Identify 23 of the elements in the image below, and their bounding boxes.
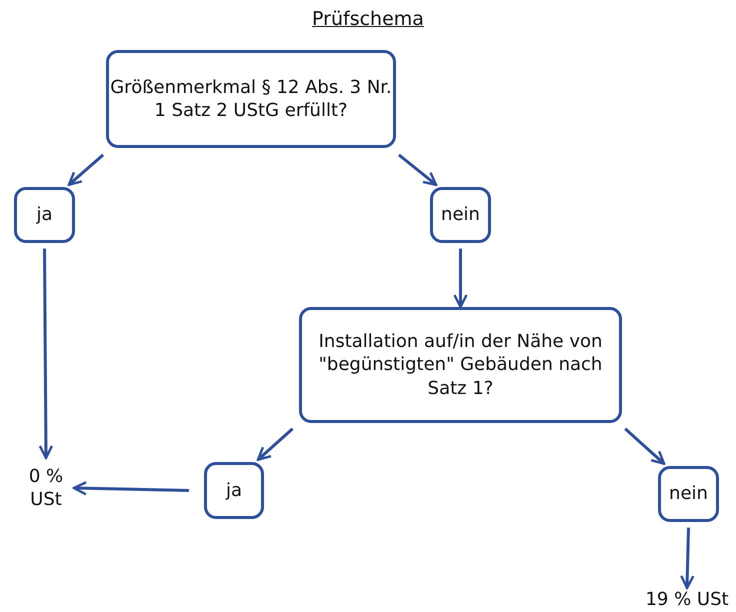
- answer-box: [204, 462, 264, 519]
- answer-box: [658, 466, 719, 522]
- arrow: [453, 248, 468, 308]
- box-text: ja: [36, 203, 53, 227]
- arrow: [624, 428, 666, 465]
- arrow: [38, 248, 54, 460]
- arrow: [68, 154, 104, 186]
- answer-box: [430, 187, 491, 243]
- box-text: Größenmerkmal § 12 Abs. 3 Nr. 1 Satz 2 UStG erfüllt?: [109, 76, 393, 122]
- box-text: ja: [226, 478, 242, 502]
- box-text: nein: [669, 482, 708, 506]
- arrow: [72, 481, 190, 496]
- diagram-title: Prüfschema: [312, 8, 424, 30]
- arrow: [398, 154, 438, 186]
- result-text: 0 % USt: [28, 464, 64, 512]
- arrow: [680, 528, 694, 590]
- decision-box: [299, 307, 622, 423]
- result-text: 19 % USt: [645, 588, 729, 612]
- decision-box: [106, 50, 396, 148]
- answer-box: [14, 187, 75, 243]
- box-text: Installation auf/in der Nähe von "begünstigten" Gebäuden nach Satz 1?: [318, 330, 604, 400]
- arrow: [256, 428, 294, 461]
- box-text: nein: [441, 203, 480, 227]
